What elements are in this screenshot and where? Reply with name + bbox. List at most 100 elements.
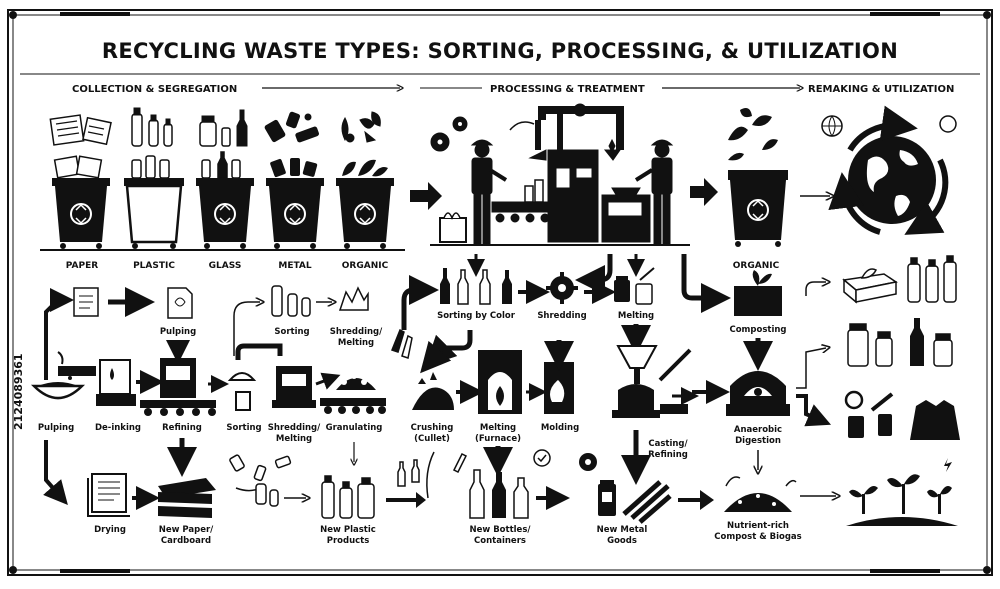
right-jars-icon bbox=[847, 318, 953, 367]
bin-label-plastic: PLASTIC bbox=[133, 261, 175, 271]
plastic-granulating-label: Granulating bbox=[326, 423, 383, 433]
paper-product-label-1: New Paper/ bbox=[159, 525, 214, 535]
plastic-shredding-label-1: Shredding/ bbox=[268, 423, 321, 433]
right-plastic-bottles-icon bbox=[907, 255, 957, 303]
bin-label-metal: METAL bbox=[278, 261, 312, 271]
pulping-bowl-icon bbox=[30, 351, 86, 400]
paper-line: Pulping Pulping De-inking Refining bbox=[30, 287, 229, 546]
glass-molding-label: Molding bbox=[541, 423, 579, 433]
plastic-line: Sorting Shredding/ Melting Sorting Shred… bbox=[226, 285, 426, 546]
watermark-id: 2124089361 bbox=[12, 353, 25, 430]
plastic-product-label-1: New Plastic bbox=[320, 525, 376, 535]
organic-line: Composting Anaerobic Digestion Nutrient-… bbox=[681, 254, 836, 542]
section-remaking: REMAKING & UTILIZATION bbox=[808, 84, 954, 95]
glass-product-label-1: New Bottles/ bbox=[470, 525, 532, 535]
paper-stack-icon bbox=[158, 478, 216, 518]
metal-cans-icon bbox=[264, 111, 319, 143]
arrow-to-factory bbox=[410, 182, 442, 210]
glass-furnace-icon bbox=[478, 350, 522, 414]
organic-top-label: ORGANIC bbox=[733, 261, 780, 271]
broken-bottles-icon bbox=[391, 328, 413, 359]
metal-product-label-1: New Metal bbox=[597, 525, 648, 535]
plastic-bottles-icon bbox=[131, 107, 173, 147]
compost-pile-icon bbox=[724, 476, 797, 512]
metal-goods-icon bbox=[598, 480, 672, 524]
gear-shredding-icon bbox=[546, 272, 578, 304]
refresh-icon bbox=[939, 115, 957, 133]
organic-product-label-1: Nutrient-rich bbox=[727, 521, 789, 531]
paper-deinking-label: De-inking bbox=[95, 423, 141, 433]
new-bottles-icon bbox=[469, 469, 529, 519]
organic-bin-compost bbox=[728, 108, 788, 247]
granulating-machine-icon bbox=[320, 373, 386, 414]
metal-casting-label-1: Casting/ bbox=[648, 439, 688, 449]
glass-melting-label-2: (Furnace) bbox=[475, 434, 521, 444]
glass-crushing-icon bbox=[412, 372, 454, 410]
metal-bin bbox=[266, 158, 324, 249]
plastic-sorting-top-label: Sorting bbox=[274, 327, 309, 337]
plastic-shredding-top-label-2: Melting bbox=[338, 338, 374, 348]
globe-recycle-icon bbox=[821, 105, 957, 235]
organic-product-label-2: Compost & Biogas bbox=[714, 532, 801, 542]
bin-label-paper: PAPER bbox=[66, 261, 98, 271]
plastic-bin bbox=[124, 155, 184, 249]
sprouting-plants-icon bbox=[846, 458, 958, 526]
page-title: RECYCLING WASTE TYPES: SORTING, PROCESSI… bbox=[102, 39, 898, 63]
paper-pulp-doc-icon bbox=[167, 287, 193, 319]
glass-crushing-label-2: (Cullet) bbox=[414, 434, 450, 444]
metal-melting-label: Melting bbox=[618, 311, 654, 321]
metal-shredding-label: Shredding bbox=[537, 311, 586, 321]
metal-casting-label-2: Refining bbox=[648, 450, 688, 460]
gear-small-icon bbox=[533, 449, 597, 471]
glass-loose-bottles-icon bbox=[397, 452, 468, 487]
waste-items bbox=[49, 107, 381, 147]
loose-plastic-items-icon bbox=[229, 454, 292, 507]
corner-ornaments bbox=[9, 11, 991, 574]
newspaper-icon bbox=[49, 114, 112, 146]
glass-bin bbox=[196, 151, 254, 249]
plastic-sorting-label: Sorting bbox=[226, 423, 261, 433]
glass-sorting-color-label: Sorting by Color bbox=[437, 311, 516, 321]
glass-line: Sorting by Color Crushing (Cullet) Melti… bbox=[391, 254, 579, 546]
worker-right-icon bbox=[634, 139, 674, 245]
section-collection: COLLECTION & SEGREGATION bbox=[72, 84, 237, 95]
bin-label-glass: GLASS bbox=[209, 261, 242, 271]
glass-crushing-label-1: Crushing bbox=[411, 423, 454, 433]
shredded-plastic-icon bbox=[338, 286, 369, 311]
plastic-shredding-machine-icon bbox=[272, 366, 316, 408]
right-metal-goods-icon bbox=[844, 390, 960, 440]
metal-casting-icon bbox=[612, 345, 692, 418]
plastic-shredding-top-label-1: Shredding/ bbox=[330, 327, 383, 337]
arrow-to-organic-bin bbox=[690, 178, 718, 206]
paper-bin bbox=[52, 155, 110, 249]
organic-bin bbox=[336, 159, 394, 249]
paper-connector-1 bbox=[44, 298, 60, 380]
glass-molding-icon bbox=[544, 340, 574, 414]
inner-frame bbox=[12, 14, 988, 571]
organic-scraps-icon bbox=[341, 111, 381, 143]
plastic-products-icon bbox=[321, 475, 375, 519]
worker-left-icon bbox=[470, 139, 508, 245]
right-products bbox=[842, 255, 960, 526]
refining-machine-icon bbox=[140, 358, 216, 416]
bins-row bbox=[52, 151, 394, 249]
section-processing: PROCESSING & TREATMENT bbox=[490, 84, 645, 95]
bin-label-organic: ORGANIC bbox=[342, 261, 389, 271]
glass-jars-icon bbox=[199, 109, 248, 147]
organic-anaerobic-label-2: Digestion bbox=[735, 436, 781, 446]
factory-scene bbox=[430, 103, 690, 246]
metal-line: Shredding Melting Casting/ Refining bbox=[533, 254, 714, 546]
drying-paper-icon bbox=[87, 473, 130, 517]
organic-composting-label: Composting bbox=[729, 325, 786, 335]
glass-product-label-2: Containers bbox=[474, 536, 526, 546]
plastic-bottles-sorting-icon bbox=[271, 285, 311, 317]
gear-icon bbox=[430, 116, 468, 152]
anaerobic-digester-icon bbox=[726, 371, 790, 416]
paper-refining-label: Refining bbox=[162, 423, 202, 433]
organic-anaerobic-label-1: Anaerobic bbox=[734, 425, 782, 435]
paper-doc-icon bbox=[73, 287, 99, 317]
plastic-sorting-machine-icon bbox=[227, 343, 283, 411]
metal-product-label-2: Goods bbox=[607, 536, 637, 546]
